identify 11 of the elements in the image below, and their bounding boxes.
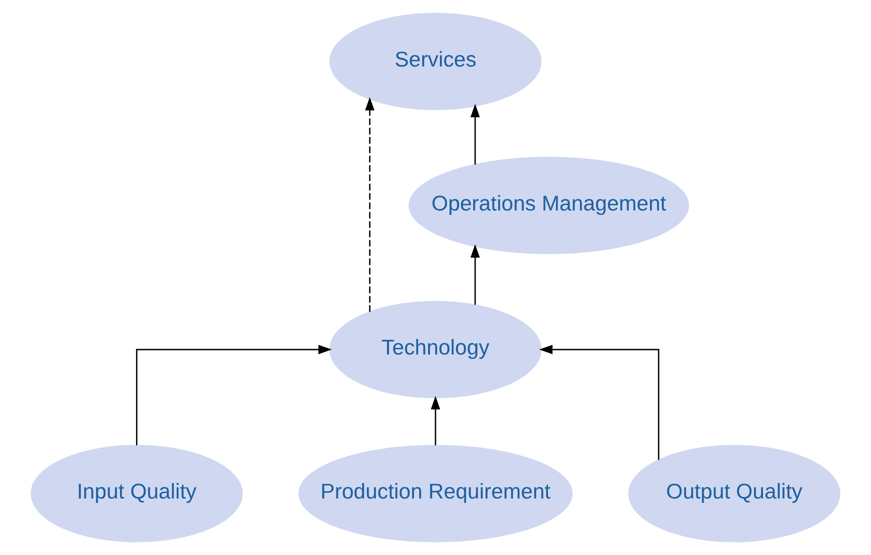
arrow	[539, 344, 660, 460]
node-ellipse: Output Quality	[628, 444, 840, 542]
node-ellipse: Technology	[329, 300, 542, 398]
node-ellipse: Production Requirement	[298, 444, 573, 542]
arrow	[430, 396, 440, 446]
node-ellipse: Input Quality	[30, 444, 243, 542]
arrow	[136, 344, 332, 446]
arrow	[365, 97, 374, 312]
arrow	[470, 244, 480, 305]
node-ellipse: Operations Management	[408, 156, 690, 254]
arrow	[470, 104, 480, 165]
